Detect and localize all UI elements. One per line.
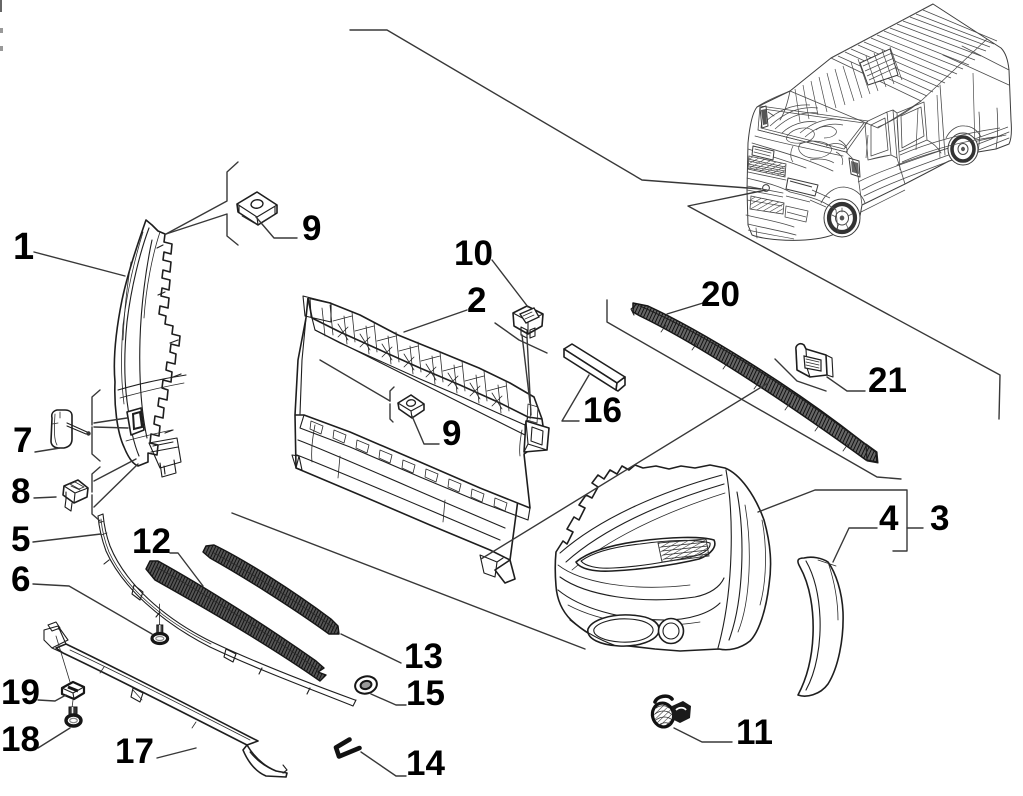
svg-text:10: 10 (454, 234, 493, 273)
svg-text:5: 5 (11, 520, 30, 559)
svg-text:21: 21 (868, 361, 907, 400)
svg-text:4: 4 (879, 499, 899, 538)
svg-text:2: 2 (467, 281, 486, 320)
svg-text:17: 17 (115, 732, 154, 771)
svg-text:12: 12 (132, 522, 171, 561)
svg-text:3: 3 (930, 499, 949, 538)
svg-text:9: 9 (442, 414, 461, 453)
svg-text:6: 6 (11, 560, 30, 599)
svg-text:16: 16 (583, 391, 622, 430)
svg-text:15: 15 (406, 674, 445, 713)
svg-text:8: 8 (11, 472, 30, 511)
svg-text:11: 11 (736, 713, 773, 752)
svg-text:9: 9 (302, 209, 321, 248)
svg-text:14: 14 (406, 744, 445, 783)
svg-text:20: 20 (701, 275, 740, 314)
svg-text:18: 18 (1, 720, 40, 759)
svg-text:7: 7 (13, 421, 32, 460)
svg-text:13: 13 (404, 637, 443, 676)
svg-text:19: 19 (1, 673, 40, 712)
svg-text:1: 1 (13, 226, 34, 268)
